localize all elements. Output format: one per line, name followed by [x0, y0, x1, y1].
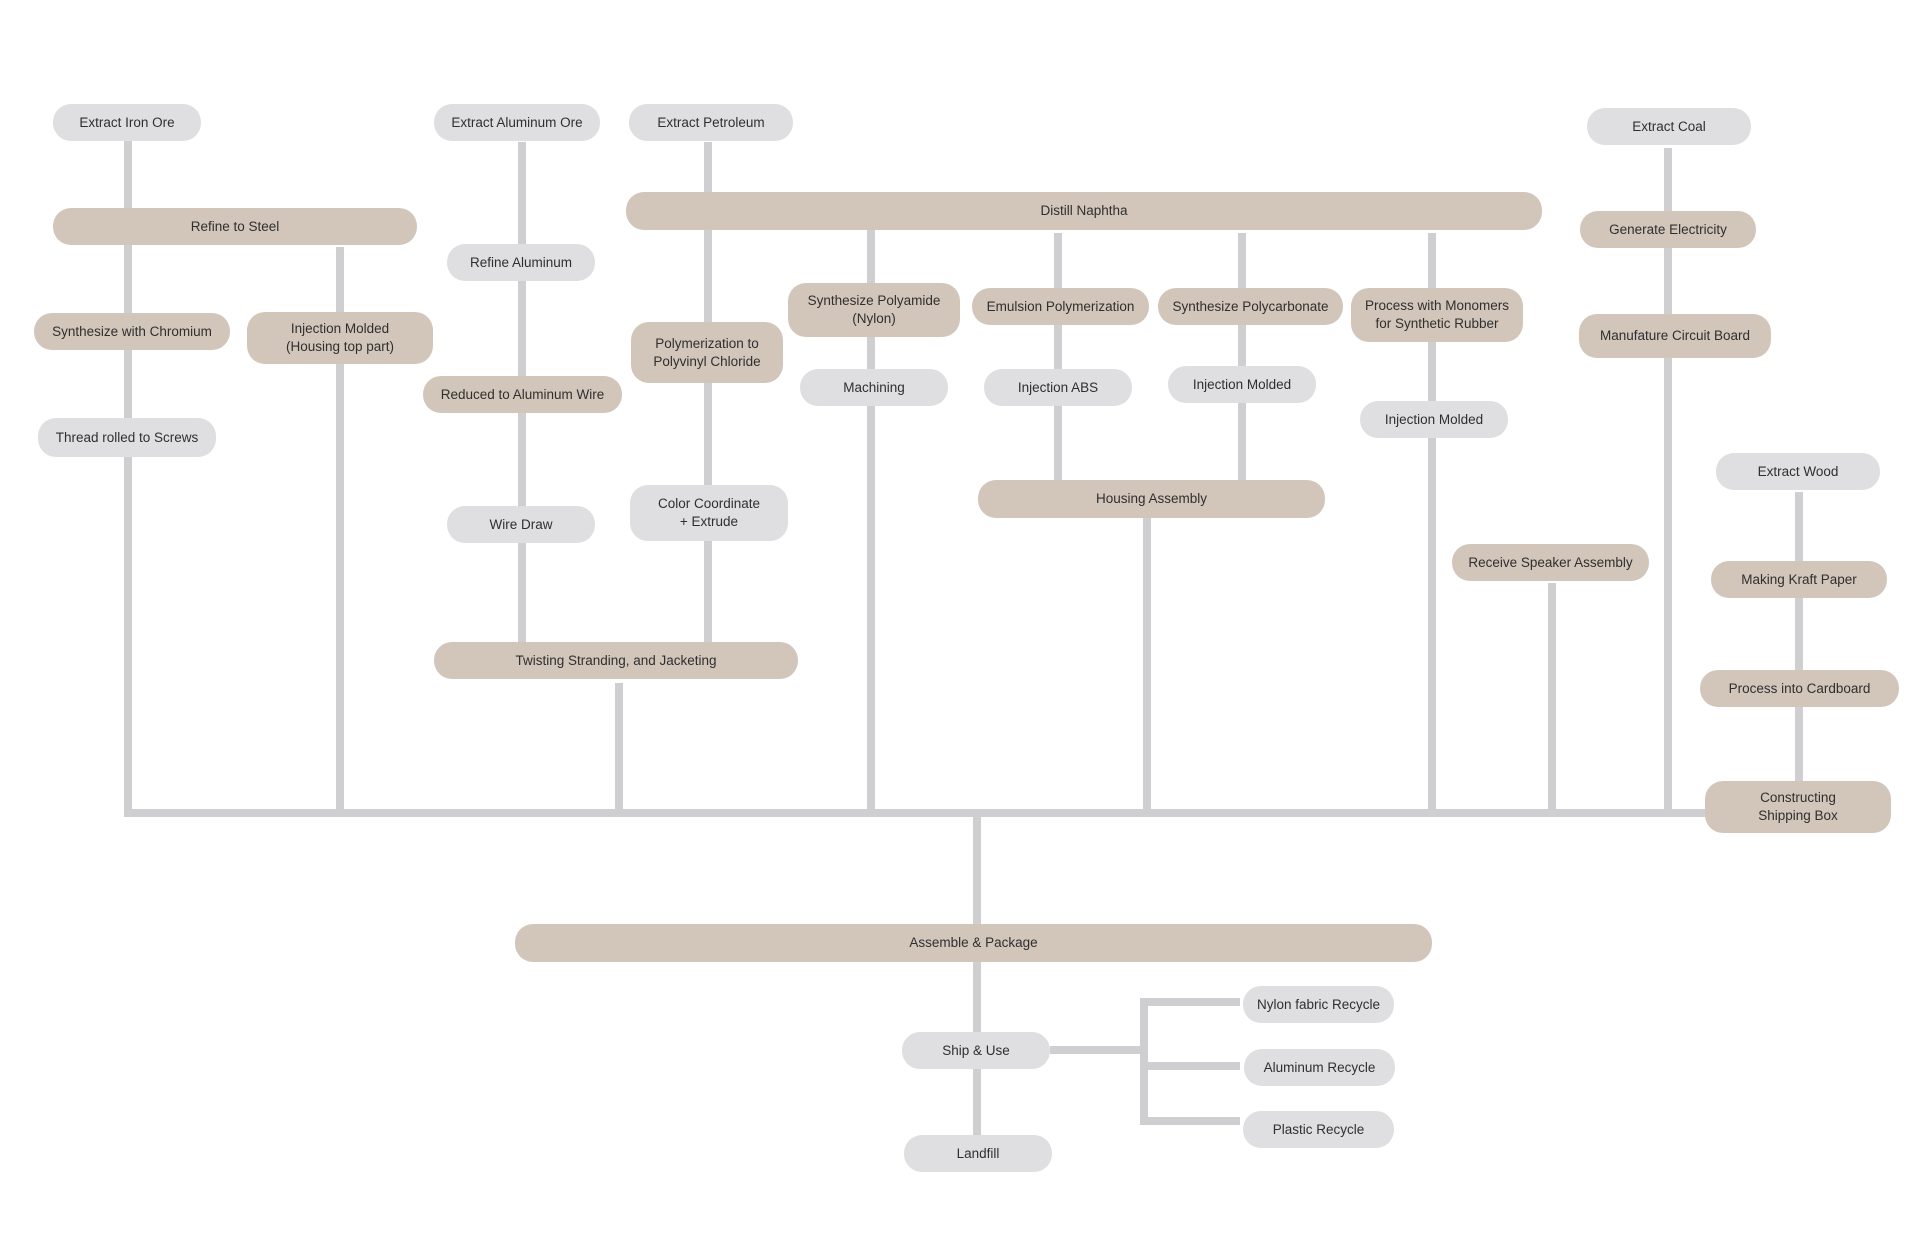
connector — [1238, 233, 1246, 483]
refine-to-steel-node: Refine to Steel — [53, 208, 417, 245]
landfill-node: Landfill — [904, 1135, 1052, 1172]
making-kraft-paper-node: Making Kraft Paper — [1711, 561, 1887, 598]
connector — [867, 230, 875, 817]
connector — [1428, 233, 1436, 817]
connector — [1795, 492, 1803, 782]
synthesize-with-chromium-node: Synthesize with Chromium — [34, 313, 230, 350]
connector — [973, 817, 981, 924]
connector — [1050, 1046, 1144, 1054]
synthesize-polyamide-node: Synthesize Polyamide (Nylon) — [788, 283, 960, 337]
injection-abs-node: Injection ABS — [984, 369, 1132, 406]
ship-use-node: Ship & Use — [902, 1032, 1050, 1069]
connector — [1140, 998, 1240, 1006]
injection-molded-housing-top-node: Injection Molded (Housing top part) — [247, 312, 433, 364]
extract-aluminum-ore-node: Extract Aluminum Ore — [434, 104, 600, 141]
connector — [615, 683, 623, 817]
polymerization-pvc-node: Polymerization to Polyvinyl Chloride — [631, 322, 783, 383]
wire-draw-node: Wire Draw — [447, 506, 595, 543]
nylon-fabric-recycle-node: Nylon fabric Recycle — [1243, 986, 1394, 1023]
reduced-to-aluminum-wire-node: Reduced to Aluminum Wire — [423, 376, 622, 413]
twisting-stranding-jacketing-node: Twisting Stranding, and Jacketing — [434, 642, 798, 679]
connector — [1140, 1117, 1240, 1125]
assemble-package-node: Assemble & Package — [515, 924, 1432, 962]
connector — [1664, 148, 1672, 817]
connector — [124, 809, 1708, 817]
process-with-monomers-node: Process with Monomers for Synthetic Rubb… — [1351, 288, 1523, 342]
housing-assembly-node: Housing Assembly — [978, 480, 1325, 518]
emulsion-polymerization-node: Emulsion Polymerization — [972, 288, 1149, 325]
generate-electricity-node: Generate Electricity — [1580, 211, 1756, 248]
injection-molded-pc-node: Injection Molded — [1168, 366, 1316, 403]
extract-coal-node: Extract Coal — [1587, 108, 1751, 145]
connector — [704, 142, 712, 647]
extract-petroleum-node: Extract Petroleum — [629, 104, 793, 141]
color-coordinate-extrude-node: Color Coordinate + Extrude — [630, 485, 788, 541]
thread-rolled-to-screws-node: Thread rolled to Screws — [38, 418, 216, 457]
aluminum-recycle-node: Aluminum Recycle — [1244, 1049, 1395, 1086]
synthesize-polycarbonate-node: Synthesize Polycarbonate — [1158, 288, 1343, 325]
extract-iron-ore-node: Extract Iron Ore — [53, 104, 201, 141]
connector — [1140, 1062, 1240, 1070]
receive-speaker-assembly-node: Receive Speaker Assembly — [1452, 544, 1649, 581]
machining-node: Machining — [800, 369, 948, 406]
connector — [1054, 233, 1062, 483]
process-into-cardboard-node: Process into Cardboard — [1700, 670, 1899, 707]
extract-wood-node: Extract Wood — [1716, 453, 1880, 490]
connector — [124, 141, 132, 817]
connector — [336, 247, 344, 817]
manufature-circuit-board-node: Manufature Circuit Board — [1579, 314, 1771, 358]
plastic-recycle-node: Plastic Recycle — [1243, 1111, 1394, 1148]
injection-molded-rubber-node: Injection Molded — [1360, 401, 1508, 438]
constructing-shipping-box-node: Constructing Shipping Box — [1705, 781, 1891, 833]
distill-naphtha-node: Distill Naphtha — [626, 192, 1542, 230]
connector — [1143, 518, 1151, 817]
connector — [1548, 583, 1556, 817]
refine-aluminum-node: Refine Aluminum — [447, 244, 595, 281]
connector — [1140, 998, 1148, 1124]
